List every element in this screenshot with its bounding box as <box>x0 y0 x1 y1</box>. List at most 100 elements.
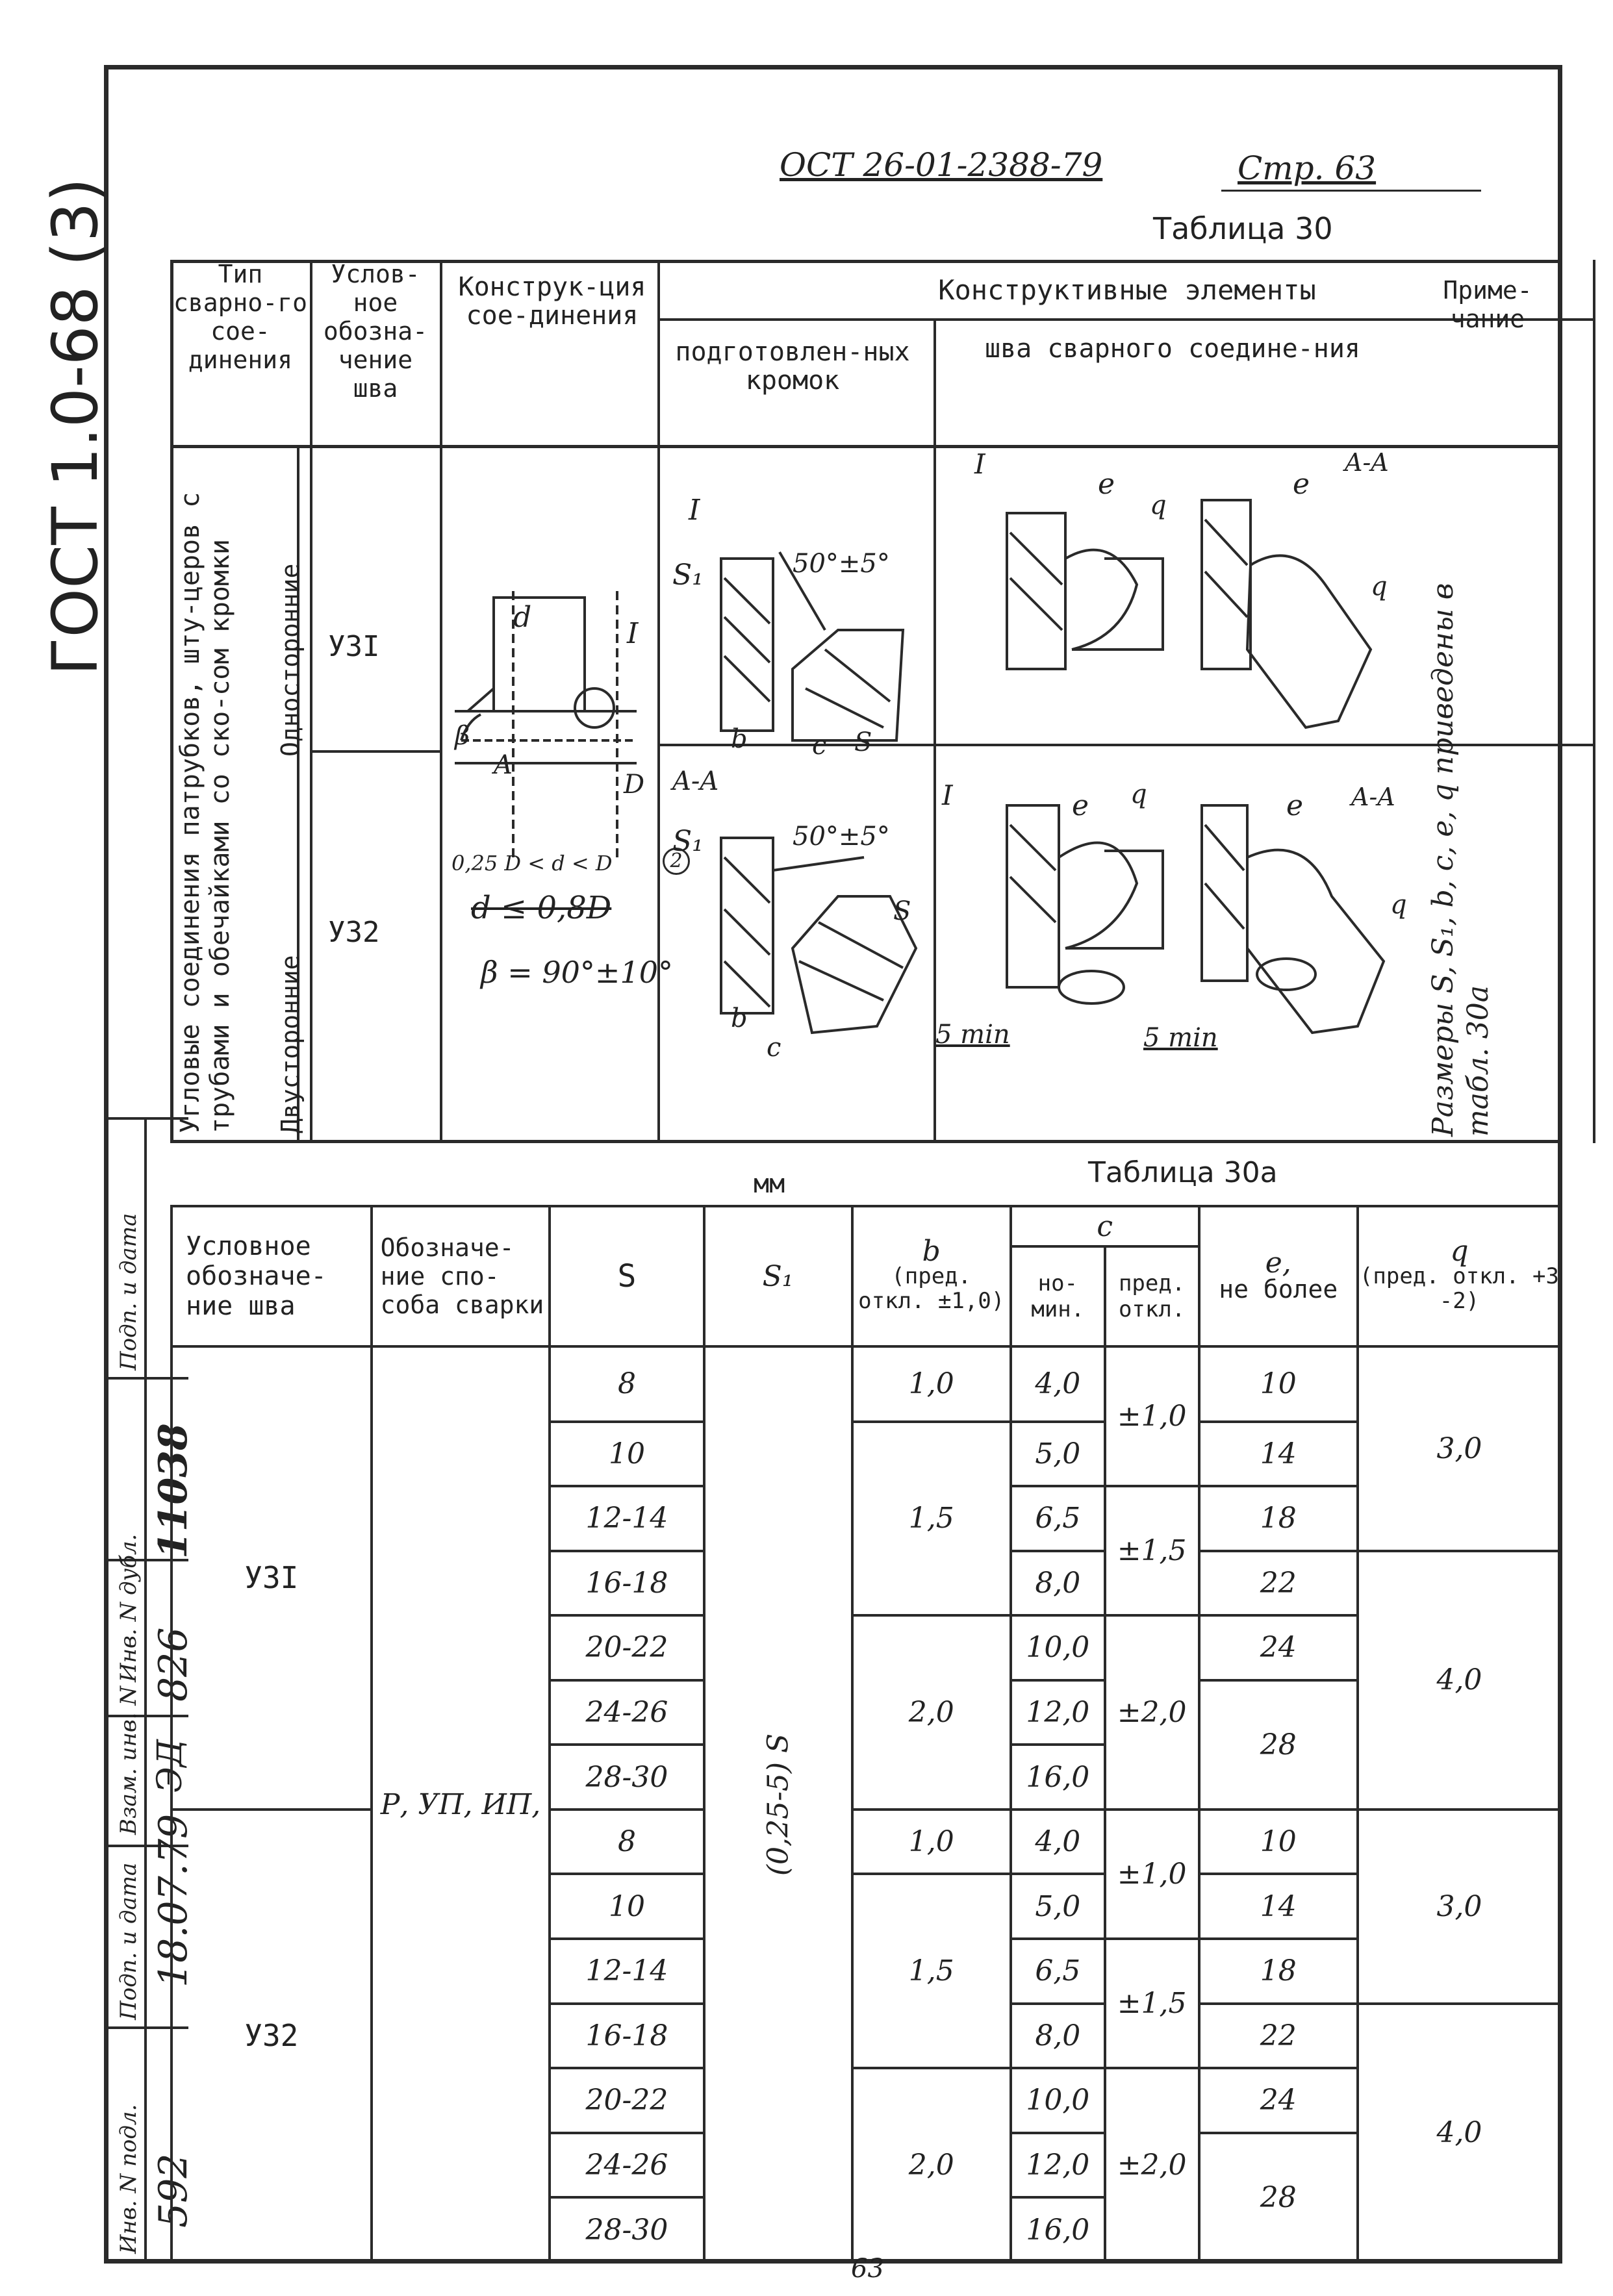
t30a-h-c-nom: но-мин. <box>1009 1245 1106 1348</box>
side-label-sign-date-1: Подп. и дата <box>116 1862 142 2020</box>
t30a-e-11: 24 <box>1197 2067 1359 2134</box>
fig-prep-I: I <box>689 494 700 527</box>
t30-col-note: Приме-чание <box>1443 276 1532 333</box>
t30a-b-6: 2,0 <box>850 2067 1012 2264</box>
fig-weld-q-2: q <box>1371 572 1388 601</box>
fig-prep-S1-2: S₁ <box>672 825 704 858</box>
fig-d: d <box>513 601 532 634</box>
t30a-q-4: 4,0 <box>1356 2002 1563 2264</box>
t30a-s-row8: 8 <box>548 1808 705 1876</box>
table30 <box>170 260 1595 1143</box>
fig-beta-eq: β = 90°±10° <box>481 955 673 990</box>
page-ref: Стр. 63 <box>1238 149 1377 187</box>
t30a-b-5: 1,5 <box>850 1873 1012 2070</box>
t30a-h-c: c <box>1009 1204 1200 1248</box>
t30a-cnom-12: 10,0 <box>1009 2067 1106 2134</box>
t30a-cnom-3: 6,5 <box>1009 1485 1106 1552</box>
t30a-b-1: 1,0 <box>850 1345 1012 1423</box>
gost-stamp: ГОСТ 1.0-68 (3) <box>39 177 112 675</box>
t30a-cnom-2: 5,0 <box>1009 1420 1106 1488</box>
t30-note: Размеры S, S₁, b, c, e, q приведены в та… <box>1427 583 1495 1137</box>
t30a-seam-u32: У32 <box>170 1808 373 2264</box>
t30a-s-row13: 24-26 <box>548 2131 705 2199</box>
t30-code2: У32 <box>328 916 380 949</box>
t30a-h-q: q(пред. откл. +3 -2) <box>1356 1204 1563 1348</box>
fig-prep-angle1: 50°±5° <box>793 549 890 579</box>
fig-prep-c2: c <box>767 1033 781 1063</box>
t30a-cnom-11: 8,0 <box>1009 2002 1106 2070</box>
t30a-cdev-4: ±1,0 <box>1103 1808 1200 1941</box>
fig-weld-q-3: q <box>1130 779 1147 809</box>
t30a-cnom-9: 5,0 <box>1009 1873 1106 1940</box>
fig-weld-I-1: I <box>974 448 985 480</box>
t30-col-design: Конструк-ция сое-динения <box>458 272 646 331</box>
edge-prep-drawing <box>720 551 918 1035</box>
t30a-h-b: b(пред. откл. ±1,0) <box>850 1204 1012 1348</box>
fig-prep-b2: b <box>731 1003 748 1033</box>
table30a: Условное обозначе-ние шва Обозначе-ние с… <box>170 1204 1563 2264</box>
fig-weld-I-2: I <box>942 779 953 811</box>
t30-side-two: Двусторонние <box>276 955 305 1133</box>
fig-A: A <box>494 750 513 780</box>
t30a-e-12: 28 <box>1197 2131 1359 2264</box>
fig-D: D <box>624 770 645 800</box>
t30a-cdev-3: ±2,0 <box>1103 1614 1200 1811</box>
t30a-h-method: Обозначе-ние спо-соба сварки <box>370 1204 552 1348</box>
side-block <box>104 1117 188 2264</box>
fig-weld-e-1: e <box>1098 468 1115 501</box>
fig-weld-smin-2: 5 min <box>1143 1023 1218 1053</box>
t30a-e-8: 14 <box>1197 1873 1359 1940</box>
t30a-s-row6: 24-26 <box>548 1678 705 1747</box>
t30a-s-row12: 20-22 <box>548 2067 705 2134</box>
fig-prep-S-1: S <box>854 727 872 757</box>
t30a-e-2: 14 <box>1197 1420 1359 1488</box>
t30a-e-4: 22 <box>1197 1549 1359 1617</box>
t30a-s-row11: 16-18 <box>548 2002 705 2070</box>
t30a-cdev-2: ±1,5 <box>1103 1485 1200 1617</box>
t30a-s-row14: 28-30 <box>548 2196 705 2264</box>
fig-weld-e-3: e <box>1072 789 1089 822</box>
t30a-h-seam: Условное обозначе-ние шва <box>170 1204 373 1348</box>
t30-col-symbol: Услов-ное обозна-чение шва <box>323 260 428 403</box>
fig-prep-S-2: S <box>893 896 911 926</box>
t30a-b-2: 1,5 <box>850 1420 1012 1617</box>
t30a-e-1: 10 <box>1197 1345 1359 1423</box>
t30a-h-e: e,не более <box>1197 1204 1359 1348</box>
t30a-b-3: 2,0 <box>850 1614 1012 1811</box>
fig-weld-smin-1: 5 min <box>935 1020 1010 1050</box>
t30-col-type: Тип сварно-го сое-динения <box>173 260 307 374</box>
t30a-s-row10: 12-14 <box>548 1937 705 2005</box>
table30a-caption: Таблица 30а <box>1088 1156 1278 1189</box>
fig-prep-S1: S₁ <box>672 559 704 592</box>
fig-weld-AA-1: A-A <box>1345 448 1389 477</box>
t30a-e-6: 28 <box>1197 1678 1359 1811</box>
t30a-e-7: 10 <box>1197 1808 1359 1876</box>
weld-drawing <box>1006 499 1386 1035</box>
fig-weld-q-1: q <box>1150 490 1167 520</box>
fig-weld-e-4: e <box>1286 789 1304 822</box>
t30-col-prep: подготовлен-ных кромок <box>675 337 910 396</box>
t30-side-one: Односторонние <box>276 563 305 757</box>
t30a-q-1: 3,0 <box>1356 1345 1563 1552</box>
t30a-cnom-4: 8,0 <box>1009 1549 1106 1617</box>
t30a-s-row9: 10 <box>548 1873 705 1940</box>
t30a-q-2: 4,0 <box>1356 1549 1563 1811</box>
t30a-cnom-5: 10,0 <box>1009 1614 1106 1682</box>
t30a-cnom-13: 12,0 <box>1009 2131 1106 2199</box>
t30a-s1: (0,25-5) S <box>702 1345 854 2264</box>
t30a-e-5: 24 <box>1197 1614 1359 1682</box>
fig-circle2: 2 <box>663 848 690 875</box>
side-label-sign-date-2: Подп. и дата <box>116 1213 142 1370</box>
t30a-b-4: 1,0 <box>850 1808 1012 1876</box>
fig-cond2: d ≤ 0,8D <box>471 890 612 926</box>
t30a-s-row5: 20-22 <box>548 1614 705 1682</box>
t30a-cdev-5: ±1,5 <box>1103 1937 1200 2070</box>
side-label-replace-inv: Взам. инв. N <box>116 1685 142 1835</box>
t30a-s-row3: 12-14 <box>548 1485 705 1552</box>
t30a-h-c-dev: пред. откл. <box>1103 1245 1200 1348</box>
t30a-method: Р, УП, ИП, <box>370 1345 552 2264</box>
t30a-cnom-6: 12,0 <box>1009 1678 1106 1747</box>
t30a-s-row7: 28-30 <box>548 1743 705 1811</box>
t30a-cdev-6: ±2,0 <box>1103 2067 1200 2264</box>
t30a-h-s1: S₁ <box>702 1204 854 1348</box>
